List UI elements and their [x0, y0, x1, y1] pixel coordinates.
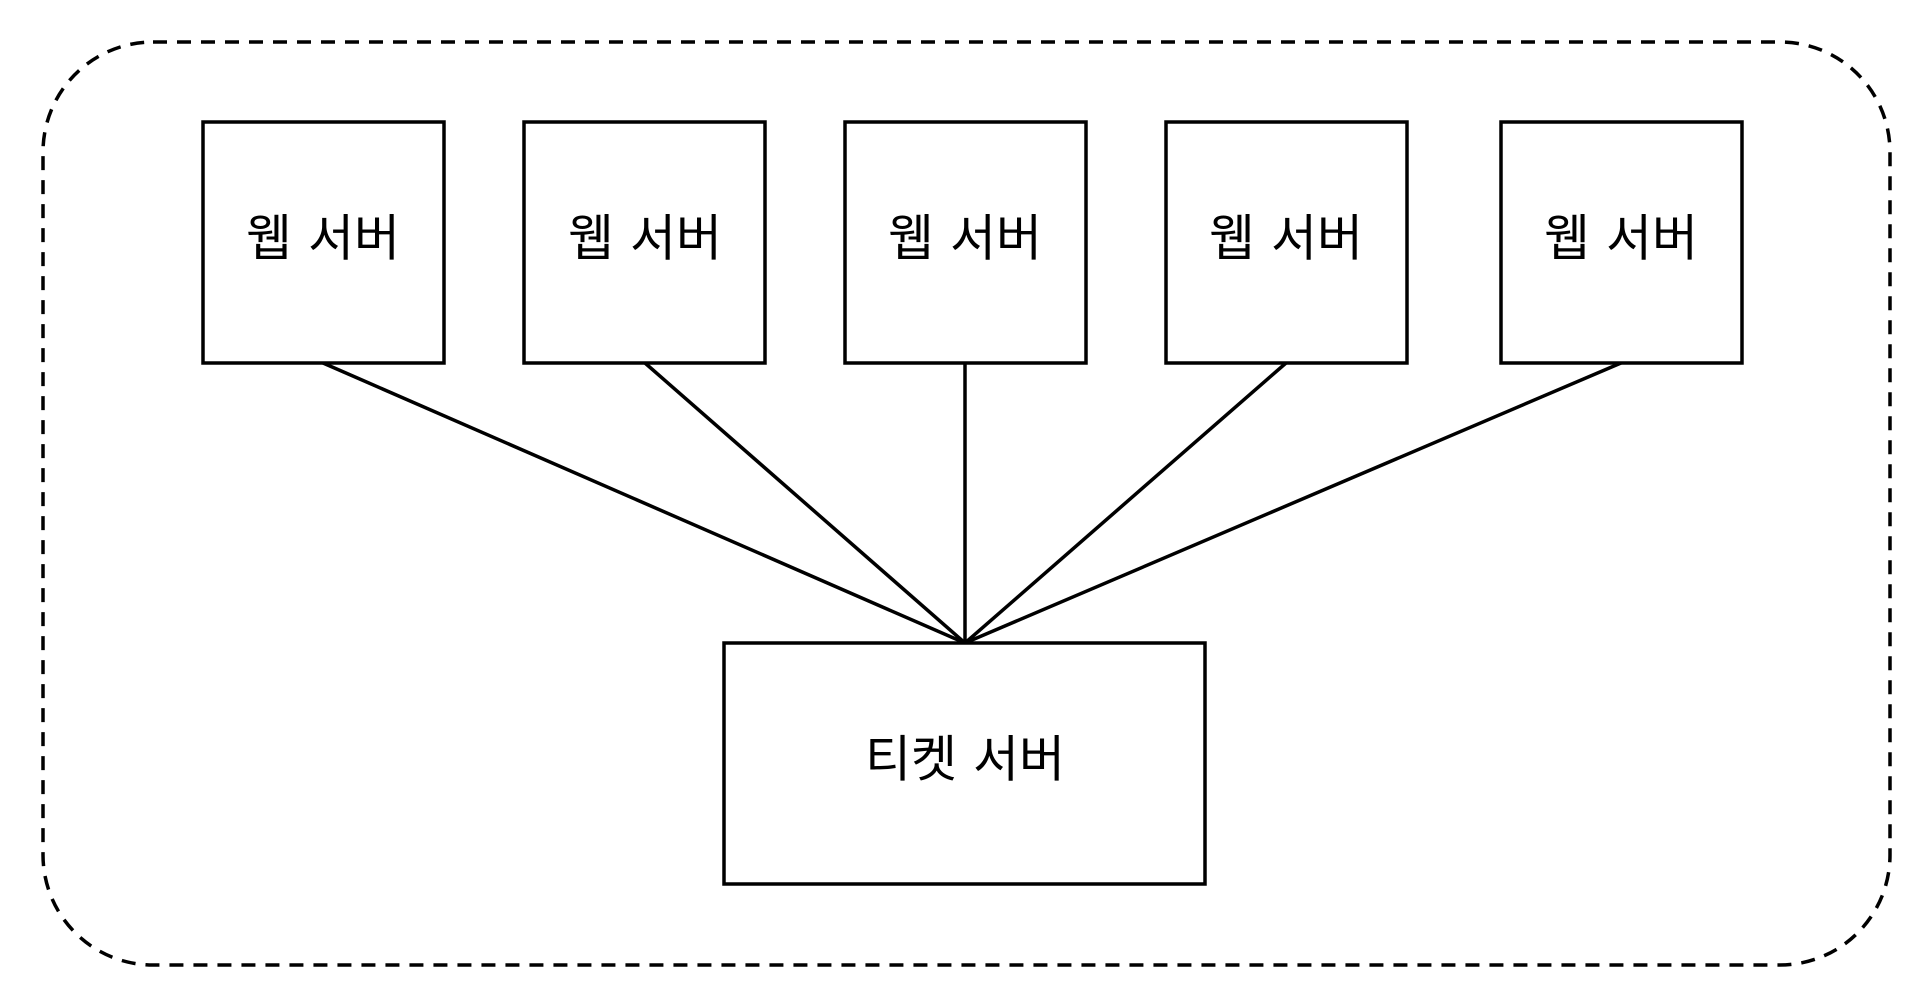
web-server-label: 웹 서버	[888, 210, 1042, 268]
web-server-node-1[interactable]: 웹 서버	[201, 120, 446, 365]
web-server-box	[201, 120, 446, 365]
connections	[322, 361, 1622, 645]
web-server-label: 웹 서버	[1544, 210, 1698, 268]
connector-web-server-5	[964, 361, 1622, 645]
web-server-box	[1164, 120, 1409, 365]
connector-web-server-4	[963, 361, 1288, 645]
ticket-server-node[interactable]: 티켓 서버	[722, 641, 1207, 886]
web-server-box	[843, 120, 1088, 365]
cluster-boundary	[41, 40, 1892, 967]
connector-web-server-2	[643, 361, 967, 645]
web-server-label: 웹 서버	[568, 210, 722, 268]
connector-web-server-1	[322, 361, 966, 645]
web-server-node-3[interactable]: 웹 서버	[843, 120, 1088, 365]
web-server-node-4[interactable]: 웹 서버	[1164, 120, 1409, 365]
web-server-node-2[interactable]: 웹 서버	[522, 120, 767, 365]
web-server-box	[1499, 120, 1744, 365]
web-server-box	[522, 120, 767, 365]
web-server-label: 웹 서버	[246, 210, 400, 268]
web-server-label: 웹 서버	[1209, 210, 1363, 268]
ticket-server-label: 티켓 서버	[865, 731, 1065, 789]
ticket-server-box	[722, 641, 1207, 886]
web-server-node-5[interactable]: 웹 서버	[1499, 120, 1744, 365]
